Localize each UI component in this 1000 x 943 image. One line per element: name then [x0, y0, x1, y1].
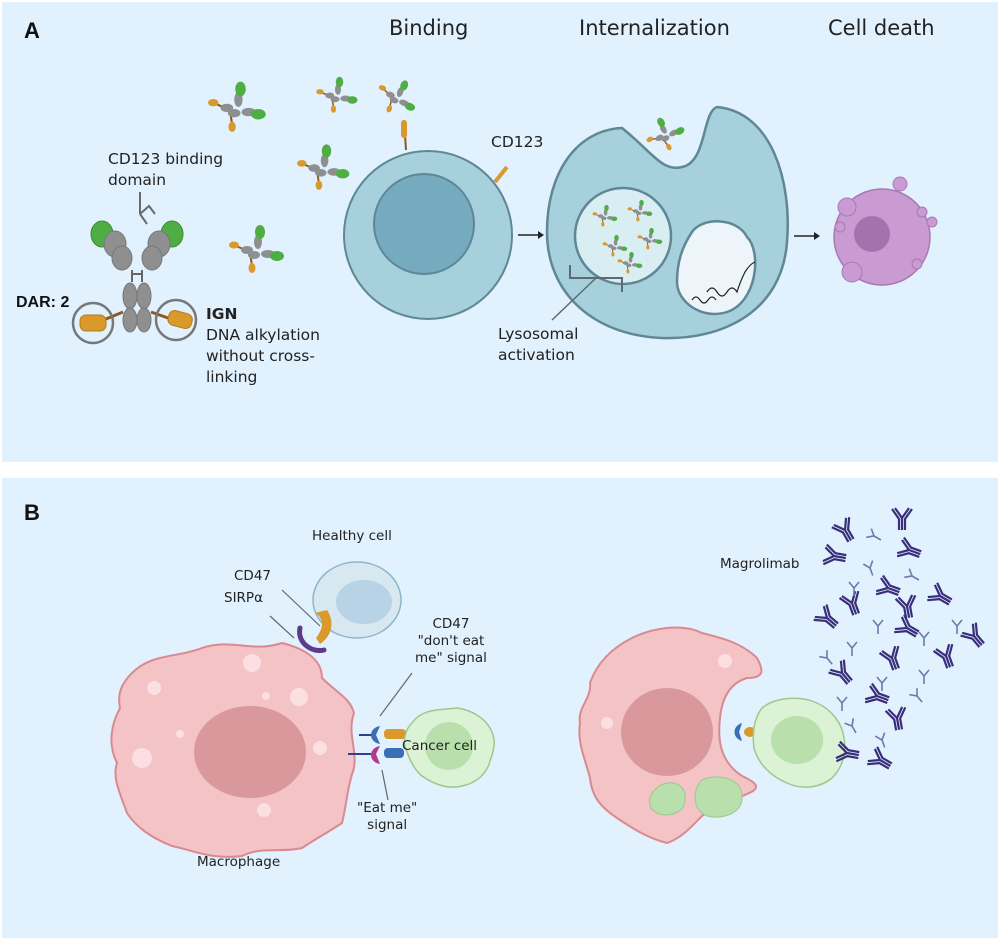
- dar-label: DAR: 2: [16, 294, 70, 311]
- free-adc-group: [206, 71, 424, 274]
- cancer-cell-label: Cancer cell: [402, 738, 478, 754]
- cd123-label: CD123: [491, 133, 544, 151]
- eat-me-signal-label: "Eat me" signal: [357, 800, 418, 833]
- cd123-binding-domain-label: CD123 binding domain: [108, 150, 224, 189]
- dont-eat-me-signal-label: CD47 "don't eat me" signal: [415, 616, 487, 666]
- adc-diagram: [71, 192, 198, 345]
- cd47-label: CD47: [234, 568, 271, 584]
- panel-a-label: A: [24, 18, 40, 43]
- panel-b-illustration: [110, 506, 991, 858]
- healthy-cell-label: Healthy cell: [312, 528, 392, 544]
- magrolimab-label: Magrolimab: [720, 556, 800, 572]
- cancer-cell: [403, 707, 495, 788]
- payload-description: IGN DNA alkylation without cross- linkin…: [206, 305, 320, 386]
- macrophage: [110, 641, 356, 858]
- internalizing-cell: [545, 105, 789, 340]
- target-cell: [343, 150, 513, 320]
- stage-cell-death-title: Cell death: [828, 16, 935, 40]
- panel-a: A Binding Internalization Cell death CD1…: [2, 2, 998, 462]
- stage-internalization-title: Internalization: [579, 16, 730, 40]
- dying-cell: [833, 176, 938, 286]
- panel-a-illustration: [71, 71, 938, 345]
- panel-b: B Healthy cell CD47 SIRPα CD47 "don't ea…: [2, 478, 998, 938]
- target-cancer-cell: [752, 697, 846, 788]
- macrophage-label: Macrophage: [197, 854, 281, 870]
- receptor-pairs: [348, 672, 413, 801]
- stage-binding-title: Binding: [389, 16, 469, 40]
- engulfing-macrophage: [578, 626, 763, 845]
- panel-b-label: B: [24, 500, 40, 525]
- healthy-cell: [269, 561, 402, 654]
- sirpa-label: SIRPα: [224, 590, 263, 606]
- lysosomal-activation-label: Lysosomal activation: [498, 325, 579, 364]
